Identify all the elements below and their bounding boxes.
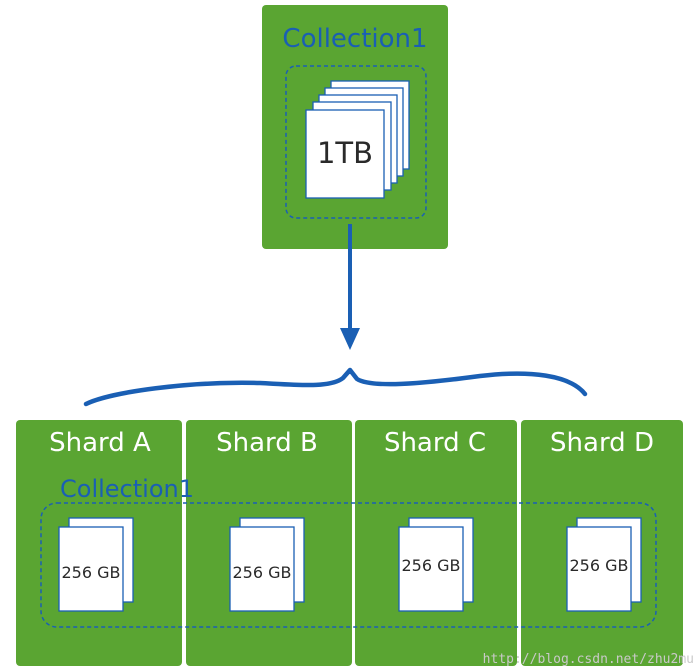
shard-a-document-page-front	[58, 526, 124, 612]
shard-brace	[83, 367, 588, 407]
shard-a-document-stack: 256 GB	[58, 517, 134, 612]
top-collection-title: Collection1	[282, 24, 427, 54]
top-document-stack: 1TB	[305, 80, 410, 199]
shard-c-document-page-front	[398, 526, 464, 612]
watermark-text: http://blog.csdn.net/zhu2mu	[482, 652, 694, 667]
top-collection: Collection1 1TB	[262, 5, 448, 249]
shard-c-label: Shard C	[384, 428, 486, 458]
shard-b-document-size: 256 GB	[233, 563, 292, 582]
shard-c-document-stack: 256 GB	[398, 517, 474, 612]
shard-a-label: Shard A	[49, 428, 151, 458]
shard-a-document-size: 256 GB	[62, 563, 121, 582]
split-arrow	[340, 224, 360, 350]
shard-d-document-page-front	[566, 526, 632, 612]
top-collection-dashed-frame	[285, 65, 427, 219]
top-document-page-front	[305, 109, 385, 199]
shard-c-document-size: 256 GB	[402, 556, 461, 575]
bottom-collection-label: Collection1	[60, 475, 194, 503]
shard-b-document-stack: 256 GB	[229, 517, 305, 612]
shard-b-label: Shard B	[216, 428, 318, 458]
shard-b-document-page-front	[229, 526, 295, 612]
shard-d-document-stack: 256 GB	[566, 517, 642, 612]
shard-d-document-size: 256 GB	[570, 556, 629, 575]
top-document-size: 1TB	[317, 136, 373, 170]
arrow-head	[340, 328, 360, 350]
bottom-collection-dashed-frame	[40, 502, 657, 628]
shard-d-label: Shard D	[550, 428, 654, 458]
